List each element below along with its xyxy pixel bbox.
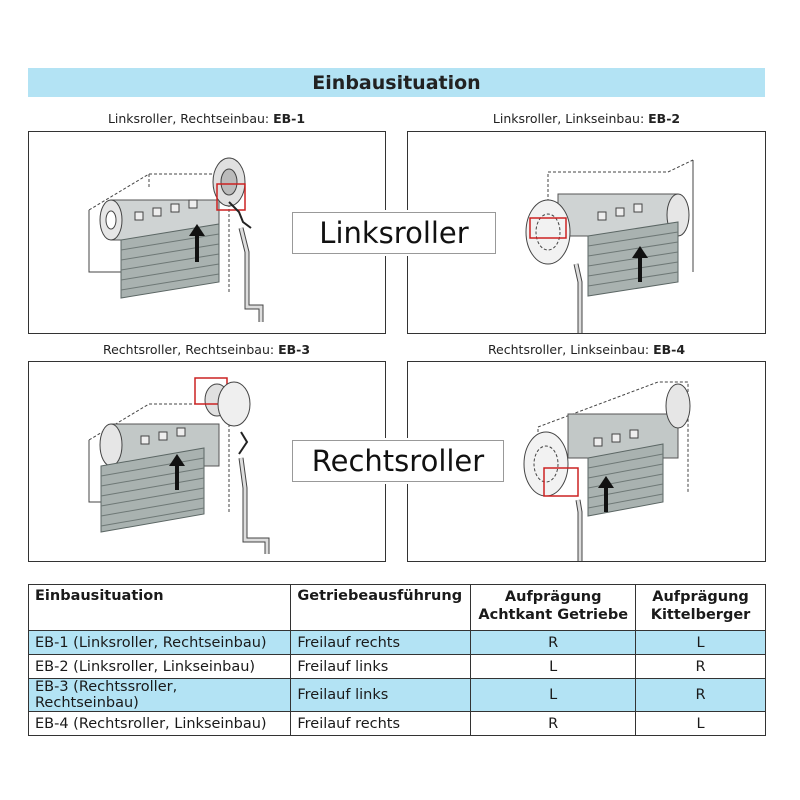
caption-code: EB-1 — [273, 111, 306, 126]
table-row: EB-4 (Rechtsroller, Linkseinbau) Freilau… — [27, 711, 766, 736]
caption-text: Rechtsroller, Linkseinbau: — [487, 342, 654, 357]
cell-achtkant: R — [470, 711, 637, 736]
caption-text: Rechtsroller, Rechtseinbau: — [102, 342, 279, 357]
table-row: EB-1 (Linksroller, Rechtseinbau) Freilau… — [27, 630, 766, 655]
header-getriebe: Getriebeausführung — [290, 584, 472, 631]
diagram-eb4 — [407, 361, 766, 562]
shutter-diagram-eb1 — [88, 157, 264, 322]
cell-situation: EB-2 (Linksroller, Linkseinbau) — [27, 654, 292, 679]
cell-getriebe: Freilauf links — [290, 654, 472, 679]
section-title-bar: Einbausituation — [28, 68, 765, 97]
cell-kittelberger: R — [635, 654, 766, 679]
shutter-diagram-eb4 — [523, 381, 691, 561]
caption-eb3: Rechtsroller, Rechtseinbau: EB-3 — [28, 342, 385, 357]
caption-eb2: Linksroller, Linkseinbau: EB-2 — [407, 111, 766, 126]
cell-situation: EB-3 (Rechtssroller, Rechtseinbau) — [27, 678, 292, 712]
section-title: Einbausituation — [312, 71, 481, 94]
caption-eb4: Rechtsroller, Linkseinbau: EB-4 — [407, 342, 766, 357]
installation-table: Einbausituation Getriebeausführung Aufpr… — [27, 584, 766, 736]
cell-situation: EB-4 (Rechtsroller, Linkseinbau) — [27, 711, 292, 736]
cell-kittelberger: L — [635, 711, 766, 736]
cell-situation: EB-1 (Linksroller, Rechtseinbau) — [27, 630, 292, 655]
caption-text: Linksroller, Linkseinbau: — [492, 111, 649, 126]
table-row: EB-3 (Rechtssroller, Rechtseinbau) Freil… — [27, 678, 766, 712]
caption-code: EB-4 — [653, 342, 686, 357]
cell-kittelberger: L — [635, 630, 766, 655]
table-row: EB-2 (Linksroller, Linkseinbau) Freilauf… — [27, 654, 766, 679]
header-text: Kittelberger — [650, 607, 751, 623]
table-header-row: Einbausituation Getriebeausführung Aufpr… — [27, 584, 766, 631]
linksroller-label: Linksroller — [292, 212, 496, 254]
cell-achtkant: L — [470, 678, 637, 712]
caption-code: EB-2 — [648, 111, 681, 126]
header-text: Achtkant Getriebe — [478, 607, 629, 623]
header-text: Aufprägung — [504, 589, 602, 605]
cell-achtkant: R — [470, 630, 637, 655]
rechtsroller-label: Rechtsroller — [292, 440, 504, 482]
caption-code: EB-3 — [278, 342, 311, 357]
cell-achtkant: L — [470, 654, 637, 679]
cell-getriebe: Freilauf rechts — [290, 630, 472, 655]
cell-getriebe: Freilauf rechts — [290, 711, 472, 736]
cell-getriebe: Freilauf links — [290, 678, 472, 712]
caption-text: Linksroller, Rechtseinbau: — [107, 111, 274, 126]
header-text: Einbausituation — [35, 588, 164, 604]
shutter-diagram-eb3 — [88, 377, 270, 554]
header-einbausituation: Einbausituation — [27, 584, 292, 631]
cell-kittelberger: R — [635, 678, 766, 712]
shutter-diagram-eb2 — [525, 159, 694, 333]
header-text: Aufprägung — [652, 589, 749, 605]
caption-eb1: Linksroller, Rechtseinbau: EB-1 — [28, 111, 385, 126]
header-text: Getriebeausführung — [297, 588, 463, 604]
